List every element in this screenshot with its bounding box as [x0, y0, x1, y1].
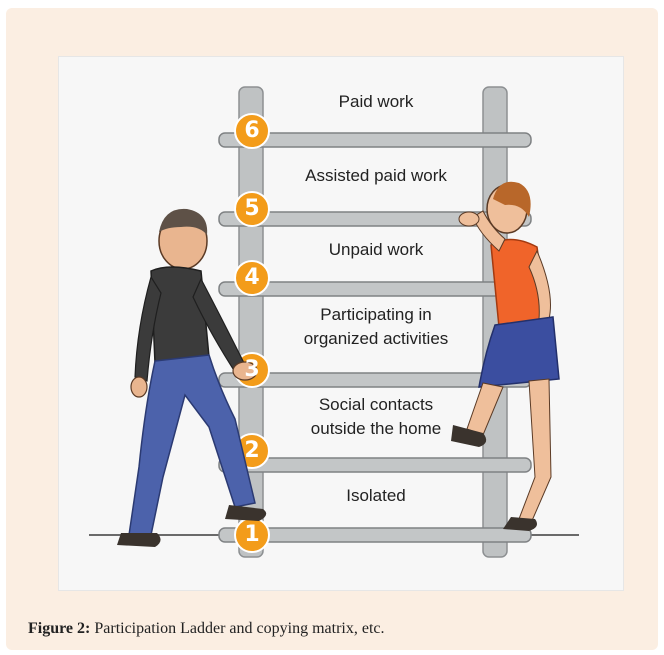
- rung-label-4: Unpaid work: [256, 238, 496, 262]
- rung-badge-6: [234, 113, 270, 149]
- rung-number-1: 1: [244, 522, 260, 547]
- man-figure: [117, 208, 267, 547]
- rung-label-5: Assisted paid work: [256, 164, 496, 188]
- woman-figure: [451, 181, 560, 531]
- rung-label-line: organized activities: [303, 329, 449, 348]
- participation-ladder-figure: 6 Paid work 5 Assisted paid work 4 Unpaid wor…: [58, 56, 624, 591]
- rung-label-line: Participating in: [320, 305, 432, 324]
- ladder-rungs: [218, 132, 532, 543]
- rung-number-5: 5: [244, 196, 260, 221]
- rung-number-4: 4: [244, 265, 260, 290]
- caption-label: Figure 2:: [28, 620, 91, 637]
- ladder-illustration: [89, 86, 579, 558]
- ladder-rung-5: [218, 211, 532, 227]
- figure-card: 6 Paid work 5 Assisted paid work 4 Unpaid wor…: [6, 8, 658, 650]
- caption-text: Participation Ladder and copying matrix,…: [94, 620, 385, 637]
- rung-number-2: 2: [244, 438, 260, 463]
- ladder-rung-1: [218, 527, 532, 543]
- rung-label-3: Participating in organized activities: [256, 303, 496, 351]
- rung-label-2: Social contacts outside the home: [256, 393, 496, 441]
- ladder-rung-2: [218, 457, 532, 473]
- rung-number-3: 3: [244, 357, 260, 382]
- rung-label-line: outside the home: [310, 419, 442, 438]
- rung-label-line: Social contacts: [318, 395, 434, 414]
- rung-label-line: Unpaid work: [328, 240, 424, 259]
- rung-label-line: Assisted paid work: [305, 166, 447, 185]
- rung-label-1: Isolated: [256, 484, 496, 508]
- rung-number-6: 6: [244, 118, 260, 143]
- rung-label-line: Isolated: [346, 486, 406, 505]
- figure-caption: Figure 2: Participation Ladder and copyi…: [28, 620, 384, 638]
- rung-badge-4: [234, 260, 270, 296]
- ladder-rung-6: [218, 132, 532, 148]
- rung-badge-5: [234, 191, 270, 227]
- rung-label-line: Paid work: [338, 92, 414, 111]
- rung-label-6: Paid work: [256, 90, 496, 114]
